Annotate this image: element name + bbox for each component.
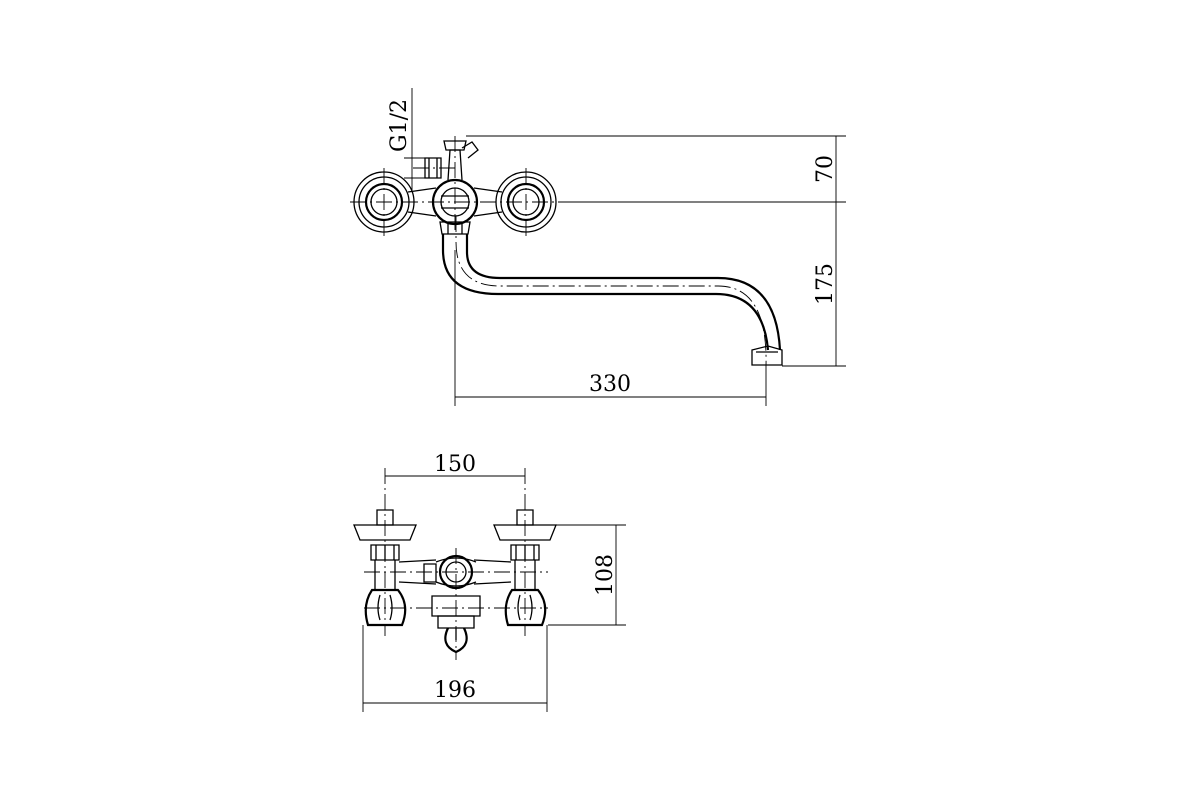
top-body <box>398 554 512 654</box>
thread-dimension <box>404 88 430 190</box>
body-height-dimension <box>548 524 626 626</box>
height-spout-label: 175 <box>813 263 838 305</box>
mixer-body <box>407 140 503 235</box>
height-top-label: 70 <box>813 155 838 183</box>
overall-width-dimension <box>362 625 548 712</box>
center-lines-top <box>364 468 548 660</box>
right-valve-assembly <box>493 509 557 627</box>
height-dimensions <box>466 135 846 367</box>
center-lines-front <box>350 136 767 367</box>
thread-label: G1/2 <box>387 99 412 152</box>
spout-length-dimension <box>454 250 767 406</box>
front-view <box>350 88 846 406</box>
left-valve-assembly <box>353 509 417 627</box>
overall-width-label: 196 <box>434 678 476 703</box>
valve-spacing-label: 150 <box>434 452 476 477</box>
spout <box>441 234 783 366</box>
spout-length-label: 330 <box>589 372 631 397</box>
top-view <box>353 468 626 712</box>
body-height-label: 108 <box>593 554 618 596</box>
